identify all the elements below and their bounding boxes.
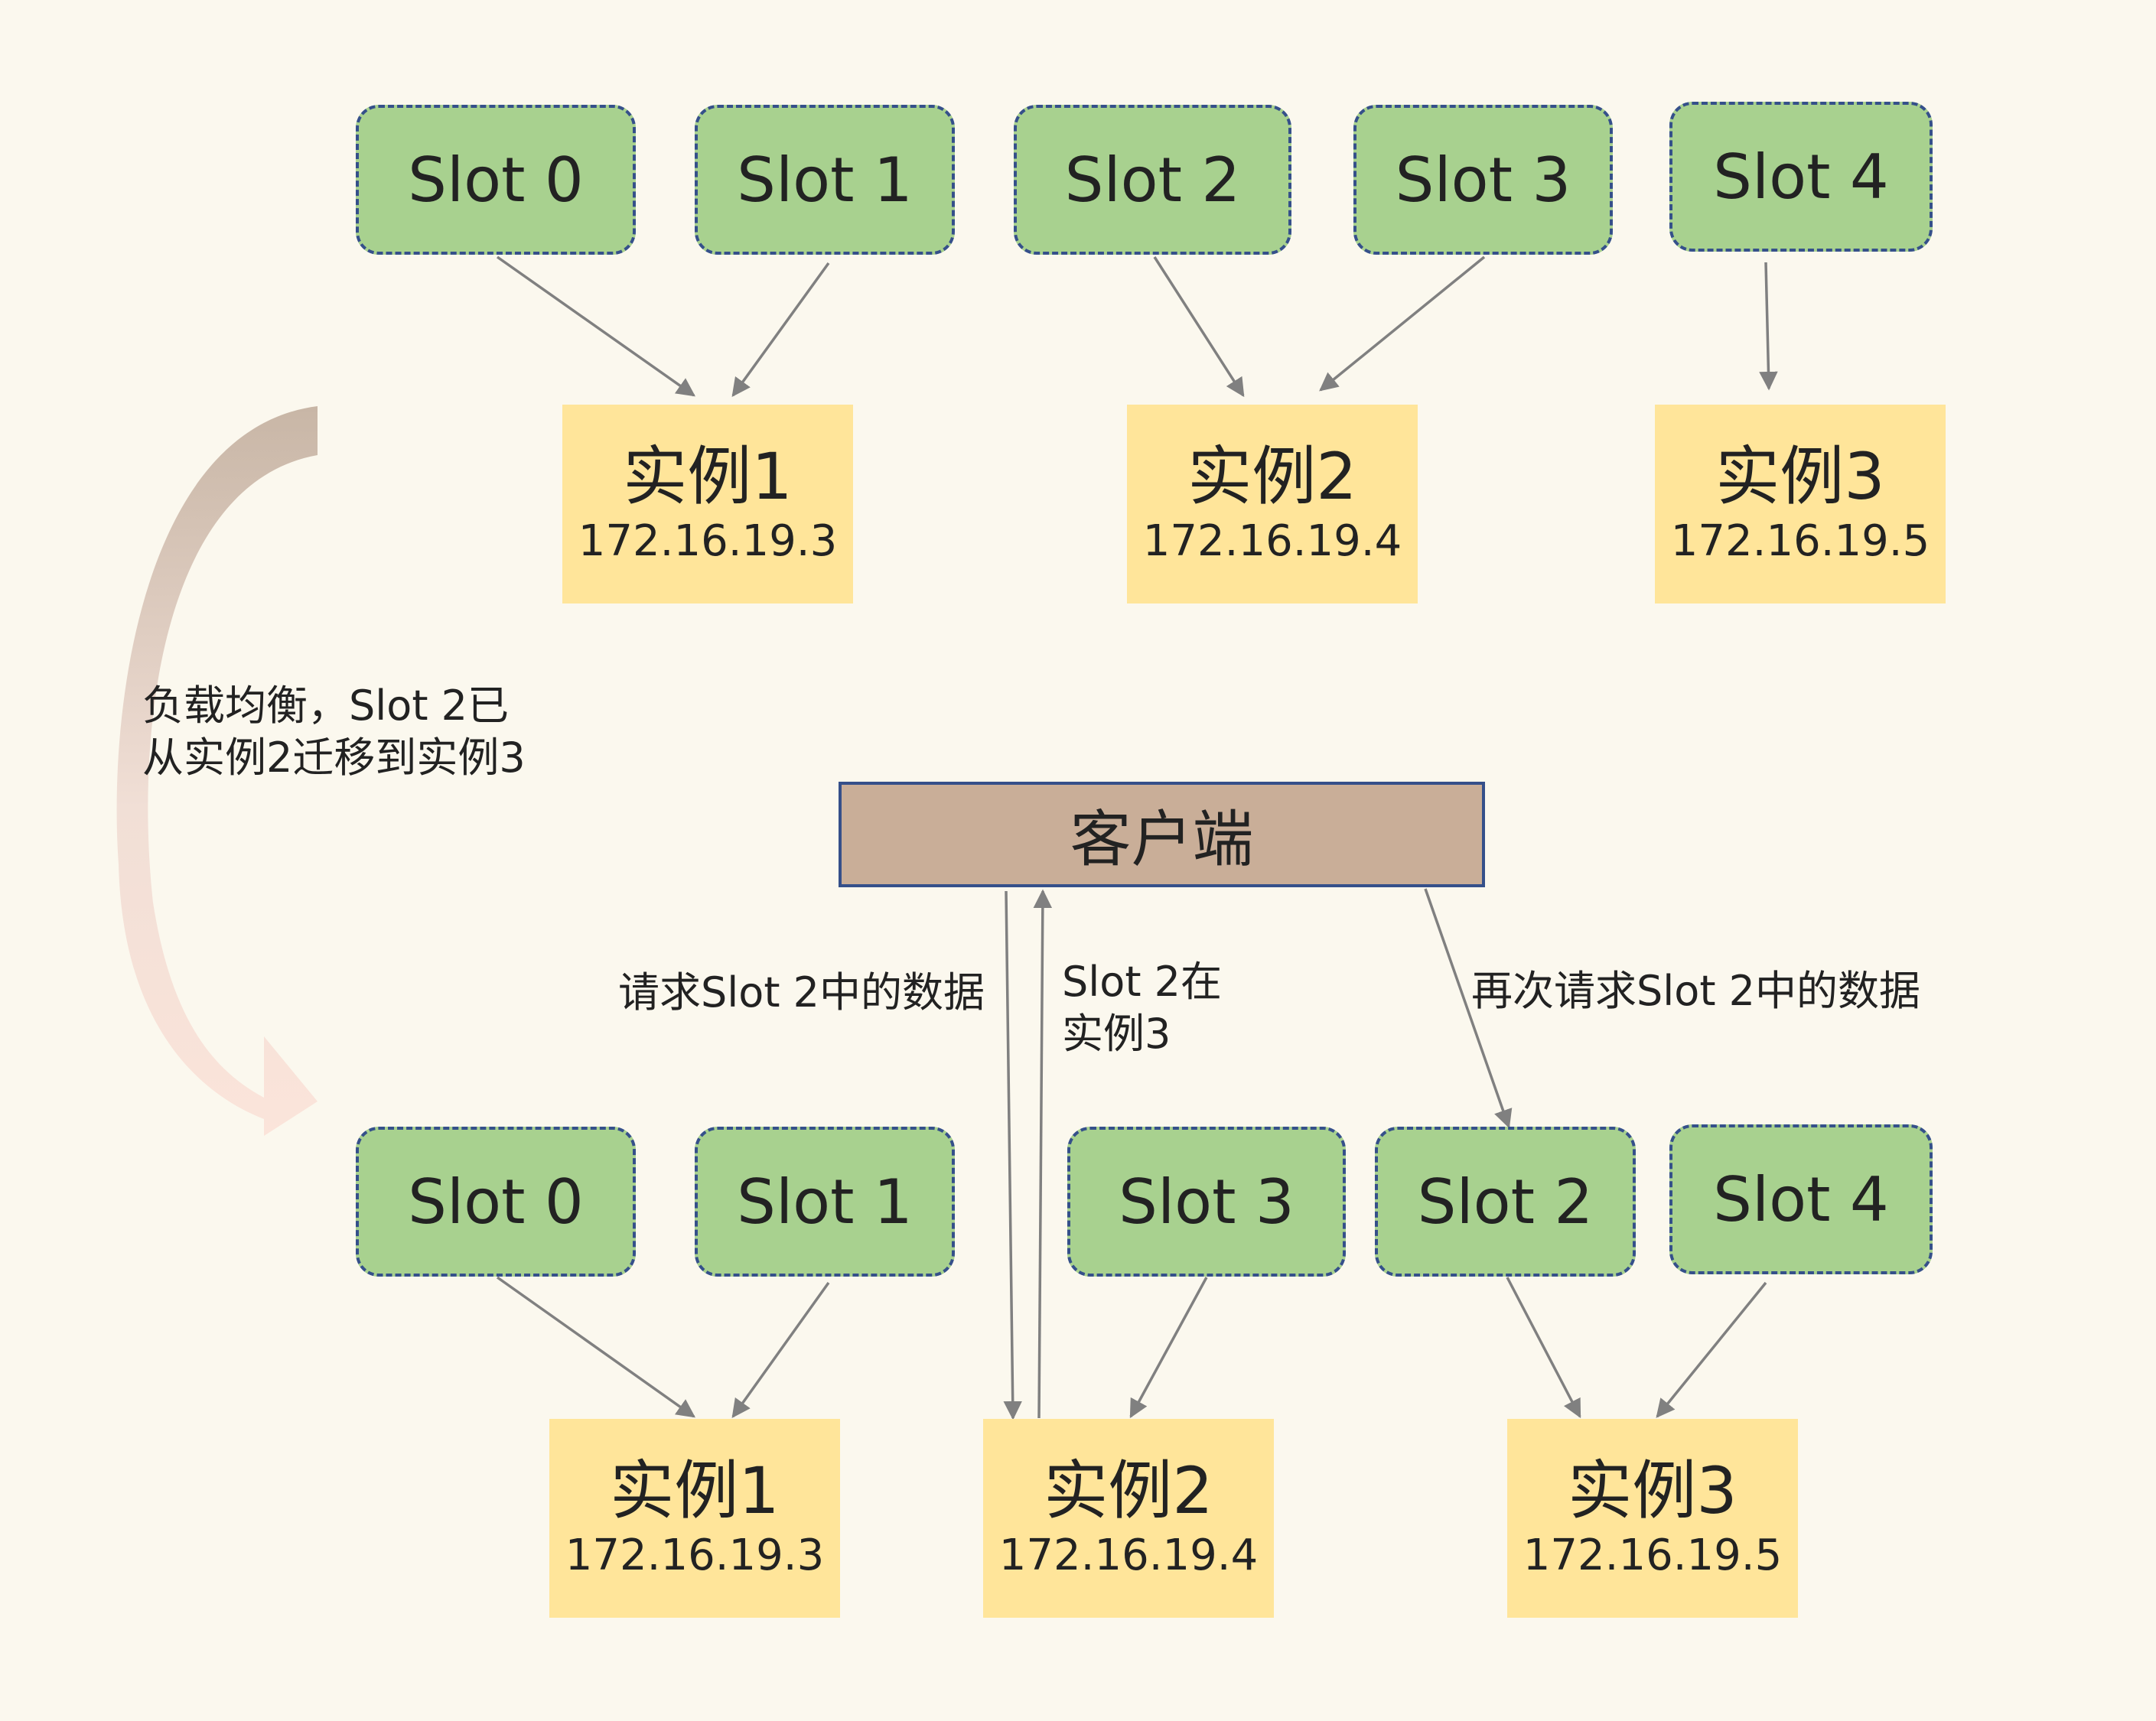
before-slot-0: Slot 0 [356, 105, 636, 255]
arrow-bottom-slot2-inst3 [1506, 1277, 1581, 1419]
before-slot-2: Slot 2 [1014, 105, 1291, 255]
arrow-request-to-inst2 [1003, 890, 1022, 1420]
migration-arrow [116, 406, 318, 1136]
before-instance-2: 实例2 172.16.19.4 [1127, 405, 1418, 603]
reply-label-line1: Slot 2在 [1062, 958, 1223, 1006]
instance-ip: 172.16.19.3 [578, 516, 838, 567]
reply-label: Slot 2在 实例3 [1062, 956, 1222, 1060]
after-slot-1: Slot 1 [695, 1127, 955, 1277]
migration-note-line1: 负载均衡，Slot 2已 [142, 682, 510, 730]
instance-ip: 172.16.19.5 [1523, 1531, 1783, 1581]
arrow-reply-from-inst2 [1033, 889, 1053, 1419]
arrow-top-slot0-inst1 [496, 255, 696, 397]
after-slot-2: Slot 2 [1375, 1127, 1636, 1277]
after-instance-1: 实例1 172.16.19.3 [549, 1419, 840, 1618]
arrow-bottom-slot3-inst2 [1129, 1277, 1208, 1419]
instance-ip: 172.16.19.4 [1142, 516, 1402, 567]
instance-name: 实例2 [1044, 1453, 1213, 1529]
instance-name: 实例3 [1715, 439, 1885, 515]
client-box: 客户端 [839, 782, 1485, 887]
instance-name: 实例2 [1187, 439, 1357, 515]
arrow-top-slot1-inst1 [731, 262, 830, 397]
after-slot-3: Slot 3 [1067, 1127, 1346, 1277]
instance-name: 实例3 [1568, 1453, 1738, 1529]
arrow-top-slot2-inst2 [1153, 256, 1245, 398]
instance-ip: 172.16.19.4 [998, 1531, 1259, 1581]
after-instance-3: 实例3 172.16.19.5 [1507, 1419, 1798, 1618]
migration-note-line2: 从实例2迁移到实例3 [142, 734, 526, 782]
after-slot-4: Slot 4 [1669, 1124, 1933, 1274]
instance-ip: 172.16.19.5 [1670, 516, 1930, 567]
arrow-top-slot3-inst2 [1319, 255, 1486, 392]
before-slot-1: Slot 1 [695, 105, 955, 255]
migration-note: 负载均衡，Slot 2已 从实例2迁移到实例3 [142, 680, 526, 784]
request-first-label: 请求Slot 2中的数据 [618, 968, 985, 1017]
arrow-top-slot4-inst3 [1759, 262, 1778, 391]
instance-name: 实例1 [610, 1453, 780, 1529]
before-instance-3: 实例3 172.16.19.5 [1655, 405, 1946, 603]
after-instance-2: 实例2 172.16.19.4 [983, 1419, 1274, 1618]
reply-label-line2: 实例3 [1062, 1010, 1171, 1058]
arrow-bottom-slot0-inst1 [496, 1276, 695, 1418]
before-instance-1: 实例1 172.16.19.3 [562, 405, 853, 603]
arrow-bottom-slot1-inst1 [731, 1281, 830, 1418]
request-second-label: 再次请求Slot 2中的数据 [1471, 967, 1921, 1015]
after-slot-0: Slot 0 [356, 1127, 636, 1277]
arrow-request-to-inst3 [1424, 888, 1513, 1129]
instance-name: 实例1 [623, 439, 793, 515]
arrow-bottom-slot4-inst3 [1656, 1281, 1767, 1418]
instance-ip: 172.16.19.3 [565, 1531, 825, 1581]
before-slot-4: Slot 4 [1669, 102, 1933, 252]
before-slot-3: Slot 3 [1353, 105, 1613, 255]
